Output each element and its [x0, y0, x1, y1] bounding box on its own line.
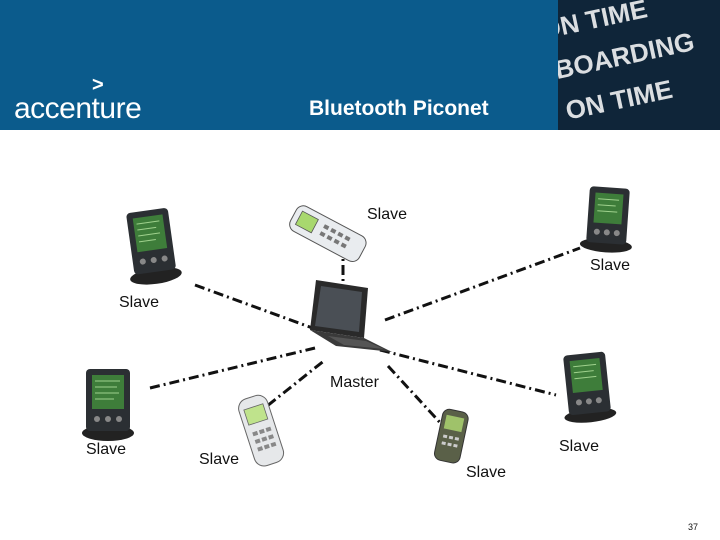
cell-phone-icon [289, 205, 367, 263]
slave-label-bottom-center: Slave [466, 464, 507, 481]
slave-label-bottom-left: Slave [199, 451, 240, 468]
airport-board-image: ON TIME BOARDING ON TIME [558, 0, 720, 130]
accenture-logo: accenture [14, 92, 142, 125]
piconet-diagram [82, 186, 632, 467]
cell-phone-icon [238, 394, 285, 467]
slave-label-left: Slave [119, 294, 160, 311]
link-bottom-center [386, 364, 447, 430]
cell-phone-icon [433, 408, 469, 464]
slide-header: > accenture Bluetooth Piconet ON TIME BO… [0, 0, 720, 130]
pda-icon [579, 186, 632, 253]
pda-icon [563, 351, 617, 423]
slide-title: Bluetooth Piconet [309, 97, 489, 120]
pda-icon [126, 208, 182, 285]
laptop-icon [310, 280, 392, 352]
pda-icon [82, 369, 134, 441]
link-lower-right [379, 348, 557, 397]
slave-label-lower-left: Slave [86, 441, 127, 458]
brand-mark: > [92, 74, 104, 96]
master-label: Master [330, 374, 379, 391]
slave-label-top: Slave [367, 206, 408, 223]
slave-label-lower-right: Slave [559, 438, 600, 455]
link-top-right [384, 246, 581, 322]
slave-label-top-right: Slave [590, 257, 631, 274]
link-left [194, 283, 319, 332]
page-number: 37 [688, 522, 699, 532]
link-lower-left [149, 346, 316, 390]
